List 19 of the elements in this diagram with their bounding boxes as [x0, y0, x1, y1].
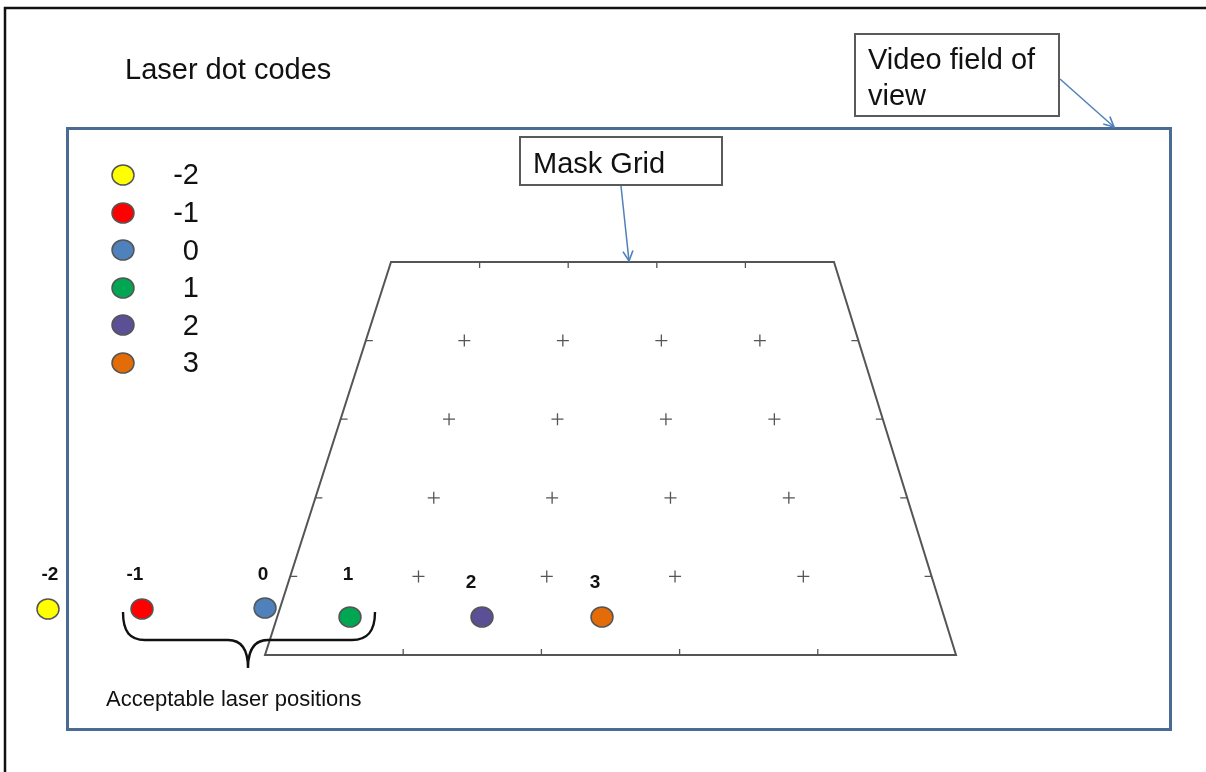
dot-label: 0	[257, 563, 269, 583]
legend-label: 3	[182, 348, 199, 378]
legend-label: -1	[173, 198, 199, 228]
legend-label: 0	[182, 235, 199, 265]
legend-label: 1	[182, 273, 199, 303]
legend-label: -2	[173, 160, 199, 190]
dot-label: 2	[465, 571, 477, 591]
bracket-label: Acceptable laser positions	[106, 688, 362, 711]
legend-title: Laser dot codes	[125, 55, 332, 85]
callout-box: Mask Grid	[519, 136, 723, 186]
field-of-view-frame	[66, 127, 1172, 731]
dot-label: -2	[41, 563, 59, 583]
dot-label: -1	[126, 563, 144, 583]
callout-box: Video field of view	[854, 33, 1060, 117]
legend-label: 2	[182, 310, 199, 340]
callout-arrow	[620, 185, 634, 262]
callout-arrow	[1059, 78, 1115, 128]
dot-label: 3	[589, 571, 601, 591]
dot-label: 1	[342, 563, 354, 583]
